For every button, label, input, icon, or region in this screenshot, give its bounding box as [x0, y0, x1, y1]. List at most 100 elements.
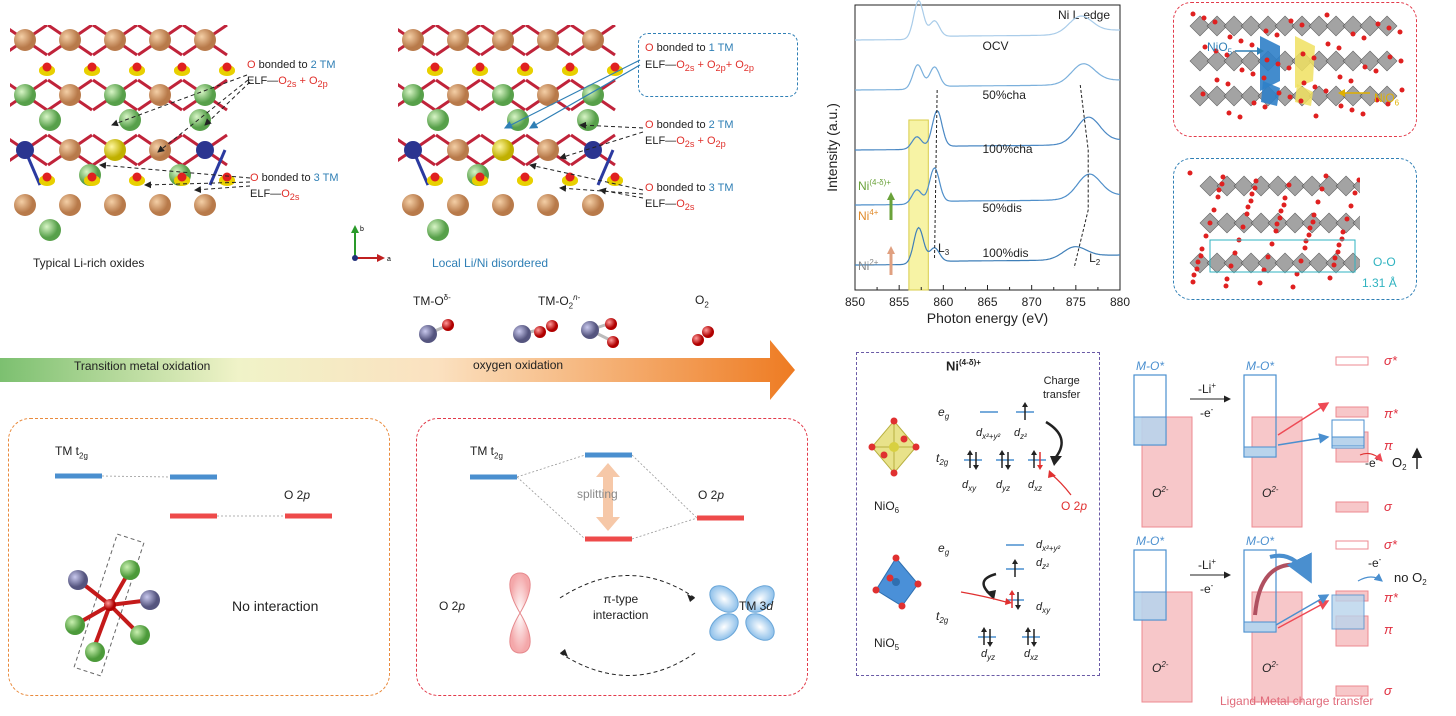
tm-atom	[194, 29, 216, 51]
no-interaction-box	[8, 418, 390, 696]
axis-b-label: b	[360, 226, 364, 233]
oxygen-atom	[1187, 170, 1193, 176]
oxygen-atom	[1290, 284, 1296, 290]
crystal-panel-right	[398, 25, 623, 241]
oxygen-atom	[1213, 48, 1219, 54]
tm-atom	[59, 139, 81, 161]
oxygen-atom	[1203, 233, 1209, 239]
no-interaction-label: No interaction	[232, 598, 319, 614]
octahedron	[1206, 85, 1228, 107]
o2-band	[1251, 416, 1303, 528]
li-tm-atom	[404, 141, 422, 159]
octahedron	[1233, 212, 1255, 234]
oo-dist-label: 1.31 Å	[1362, 276, 1397, 290]
tm-atom	[149, 194, 171, 216]
dyz-label-2: dyz	[981, 648, 995, 662]
sigma-level	[1335, 501, 1369, 513]
oxygen-atom	[132, 62, 142, 72]
oxygen-atom	[1374, 97, 1380, 103]
octahedron-ball-model	[65, 533, 160, 677]
oxygen-atom	[1349, 107, 1355, 113]
dz2-label-2: dz²	[1036, 557, 1049, 571]
oxygen-atom	[1327, 275, 1333, 281]
annot-p2-2tm: O bonded to 2 TM ELF—O2s + O2p	[645, 119, 734, 150]
li-tm-atom	[584, 141, 602, 159]
oxygen-atom	[898, 602, 906, 610]
dz2-label-1: dz²	[1014, 427, 1027, 441]
oxygen-atom	[1332, 255, 1338, 261]
oxygen-atom	[1336, 45, 1342, 51]
oxygen-atom	[1252, 185, 1258, 191]
oxygen-atom	[1261, 267, 1267, 273]
pi-star-label: π*	[1384, 590, 1399, 605]
oxygen-atom	[610, 172, 620, 182]
oxygen-atom	[1348, 203, 1354, 209]
species1-label: TM-Oδ-	[413, 293, 451, 308]
x-tick-label: 850	[845, 295, 865, 309]
oxygen-atom	[1310, 219, 1316, 225]
oxygen-oxidation-label: oxygen oxidation	[473, 358, 564, 372]
li-atom	[492, 84, 514, 106]
octahedron	[1240, 252, 1262, 274]
octahedron	[1318, 212, 1340, 234]
sigma-level	[1335, 685, 1369, 697]
mo-label: M-O*	[1246, 359, 1274, 373]
o2-band	[1251, 591, 1303, 703]
tm-atom	[537, 29, 559, 51]
oo-label: O-O	[1373, 255, 1396, 269]
mo-star-band	[1331, 594, 1365, 630]
spectrum-label: 50%dis	[983, 201, 1022, 215]
nio5-label: NiO5	[874, 636, 900, 652]
elf-atom	[104, 139, 126, 161]
oxygen-atom	[1263, 28, 1269, 34]
hybrid-arrow-blue	[1269, 552, 1312, 584]
spectrum-label: 50%cha	[983, 88, 1027, 102]
tm3d-label: TM 3d	[739, 599, 774, 613]
oxygen-atom	[1313, 113, 1319, 119]
oxygen-atom	[1311, 212, 1317, 218]
charge-transfer-arrow	[1045, 420, 1063, 458]
oxygen-atom	[912, 443, 920, 451]
oxygen-atom	[520, 172, 530, 182]
oxygen-atom	[1253, 178, 1259, 184]
x-axis-label: Photon energy (eV)	[927, 310, 1048, 326]
oxygen-atom	[1323, 88, 1329, 94]
oxygen-atom	[87, 172, 97, 182]
octahedron	[1301, 175, 1323, 197]
tm-o2-molecule-1	[513, 320, 558, 343]
oxygen-atom	[430, 172, 440, 182]
mo-filled	[1243, 446, 1277, 458]
octahedron	[1342, 252, 1360, 274]
tm-atom	[402, 194, 424, 216]
oxygen-atom	[890, 417, 898, 425]
o2p-label-2: O 2p	[698, 488, 725, 502]
tm-atom	[59, 194, 81, 216]
oxygen-atom	[1191, 272, 1197, 278]
oxygen-atom	[1398, 58, 1404, 64]
oxygen-atom	[1335, 249, 1341, 255]
octahedron	[1223, 15, 1245, 37]
oxygen-atom	[1264, 57, 1270, 63]
oxygen-atom	[1287, 94, 1293, 100]
spectrum-label: OCV	[983, 39, 1009, 53]
oxygen-atom	[1386, 25, 1392, 31]
x-tick-label: 865	[977, 295, 997, 309]
li-atom	[427, 219, 449, 241]
oxygen-atom	[1323, 173, 1329, 179]
tm-atom	[447, 139, 469, 161]
oxygen-atom	[1281, 202, 1287, 208]
y-axis-label: Intensity (a.u.)	[824, 103, 840, 192]
li-atom	[119, 109, 141, 131]
li-label: -Li+	[1198, 381, 1216, 396]
oxygen-atom	[430, 62, 440, 72]
oxygen-atom	[1202, 44, 1208, 50]
octahedron	[1274, 252, 1296, 274]
oxygen-atom	[1339, 236, 1345, 242]
oxygen-atom	[1274, 221, 1280, 227]
octahedron	[1206, 15, 1228, 37]
oxygen-atom	[475, 62, 485, 72]
li-atom	[14, 84, 36, 106]
e-release-label-2: -e-	[1368, 555, 1382, 570]
spectrum-50%cha	[855, 167, 1121, 206]
